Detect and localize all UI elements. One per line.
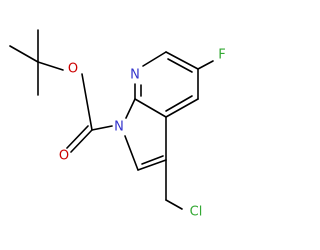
bond (165, 98, 199, 118)
bond (66, 125, 89, 149)
bond (141, 155, 164, 165)
bond (165, 51, 199, 70)
bond (165, 199, 183, 210)
atom-label-o-ester: O (68, 62, 78, 77)
atom-label-chlorine: Cl (190, 205, 203, 220)
bond (91, 125, 113, 131)
bond (197, 60, 214, 70)
bond (70, 129, 93, 153)
bond (165, 95, 193, 112)
bond (9, 45, 39, 63)
atom-label-n-pyridine: N (130, 68, 140, 83)
bond (167, 58, 193, 73)
bond (124, 135, 139, 171)
bond (134, 98, 167, 118)
bond (142, 51, 167, 67)
atom-label-fluorine: F (218, 48, 225, 63)
bond (37, 61, 64, 71)
bond (125, 98, 136, 119)
bond (137, 159, 167, 171)
atom-label-o-carbonyl: O (59, 149, 69, 164)
molecule-structure: N F N O O Cl (9, 29, 226, 220)
bond (81, 73, 93, 131)
atom-label-n-pyrrole: N (114, 120, 124, 135)
